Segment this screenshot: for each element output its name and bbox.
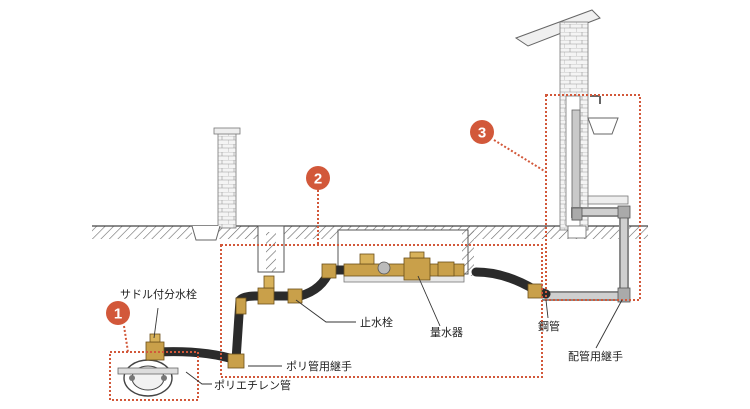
brass-fittings xyxy=(145,251,543,369)
badge-1: 1 xyxy=(106,301,130,325)
label-poly-joint: ポリ管用継手 xyxy=(286,359,352,373)
section-box-2 xyxy=(220,244,543,378)
section-box-3 xyxy=(545,94,641,301)
badge-2: 2 xyxy=(306,166,330,190)
section-box-1 xyxy=(109,351,199,401)
label-meter: 量水器 xyxy=(430,326,463,339)
label-poly-pipe: ポリエチレン管 xyxy=(214,378,291,392)
badge-1-number: 1 xyxy=(114,306,122,323)
steel-pipe xyxy=(542,109,631,303)
callout-lines xyxy=(153,275,623,385)
label-saddle-valve: サドル付分水栓 xyxy=(120,287,197,301)
badge-3: 3 xyxy=(470,120,494,144)
polyethylene-pipe xyxy=(153,265,551,367)
label-steel-pipe: 鋼管 xyxy=(538,319,560,333)
section-boxes xyxy=(109,94,641,401)
badge-2-number: 2 xyxy=(314,171,322,188)
label-steel-joint: 配管用継手 xyxy=(568,349,623,363)
left-foundation xyxy=(191,127,241,241)
main-water-pipe xyxy=(117,359,179,397)
badge-3-number: 3 xyxy=(478,125,486,142)
label-stop-valve: 止水栓 xyxy=(360,315,393,329)
